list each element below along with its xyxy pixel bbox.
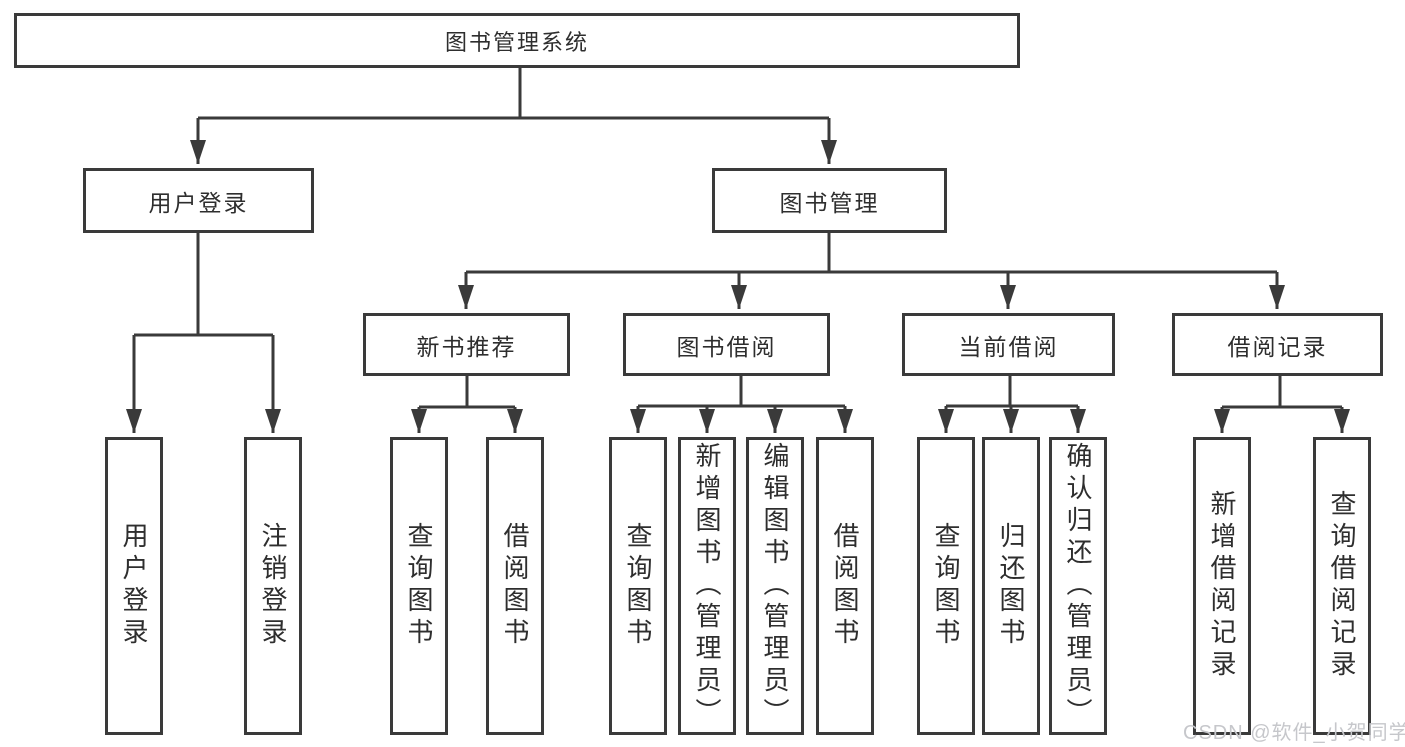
node-label: 注销登录 (258, 522, 288, 650)
node-label: 借阅图书 (500, 522, 530, 650)
node-book-management: 图书管理 (712, 168, 947, 233)
node-label: 借阅记录 (1227, 333, 1328, 360)
node-label: 新增图书（管理员） (692, 442, 722, 730)
leaf-add-books-admin: 新增图书（管理员） (678, 437, 736, 735)
node-label: 查询图书 (623, 522, 653, 650)
leaf-borrow-books-borrowing: 借阅图书 (816, 437, 874, 735)
csdn-watermark: CSDN @软件_小贺同学 (1183, 722, 1405, 744)
leaf-return-books: 归还图书 (982, 437, 1040, 735)
node-label: 查询图书 (931, 522, 961, 650)
leaf-query-books-current: 查询图书 (917, 437, 975, 735)
node-label: 借阅图书 (830, 522, 860, 650)
leaf-borrow-books-newbook: 借阅图书 (486, 437, 544, 735)
leaf-edit-books-admin: 编辑图书（管理员） (746, 437, 804, 735)
leaf-query-books-newbook: 查询图书 (390, 437, 448, 735)
node-label: 当前借阅 (958, 333, 1059, 360)
leaf-query-borrow-record: 查询借阅记录 (1313, 437, 1371, 735)
leaf-add-borrow-record: 新增借阅记录 (1193, 437, 1251, 735)
node-user-login: 用户登录 (83, 168, 314, 233)
node-book-borrowing: 图书借阅 (623, 313, 830, 376)
node-label: 新书推荐 (416, 333, 517, 360)
leaf-logout: 注销登录 (244, 437, 302, 735)
node-borrowing-records: 借阅记录 (1172, 313, 1383, 376)
leaf-user-login: 用户登录 (105, 437, 163, 735)
node-label: 图书管理 (779, 189, 880, 216)
node-label: 查询借阅记录 (1327, 490, 1357, 682)
node-current-borrowing: 当前借阅 (902, 313, 1115, 376)
node-label: 归还图书 (996, 522, 1026, 650)
node-label: 图书管理系统 (444, 29, 589, 55)
node-new-book-recommendation: 新书推荐 (363, 313, 570, 376)
leaf-query-books-borrowing: 查询图书 (609, 437, 667, 735)
leaf-confirm-return-admin: 确认归还（管理员） (1049, 437, 1107, 735)
node-label: 编辑图书（管理员） (760, 442, 790, 730)
node-label: 确认归还（管理员） (1063, 442, 1093, 730)
node-label: 新增借阅记录 (1207, 490, 1237, 682)
node-label: 查询图书 (404, 522, 434, 650)
node-label: 用户登录 (119, 522, 149, 650)
node-label: 图书借阅 (676, 333, 777, 360)
node-library-management-system: 图书管理系统 (14, 13, 1020, 68)
node-label: 用户登录 (148, 189, 249, 216)
